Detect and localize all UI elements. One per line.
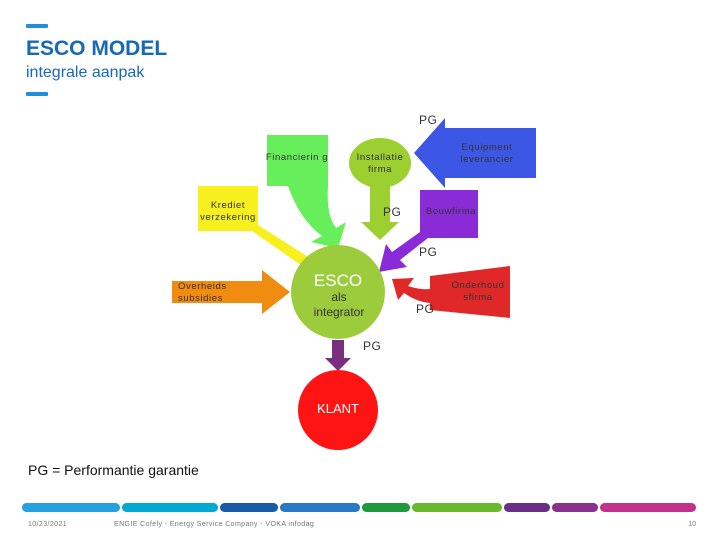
footer-stripe-8 [552, 503, 598, 512]
onderhoud-label: Onderhoud sfirma [451, 280, 505, 303]
page-subtitle: integrale aanpak [26, 64, 145, 81]
pg-label-klant: PG [363, 339, 382, 353]
esco-title: ESCO [313, 271, 363, 290]
footer-stripe-9 [600, 503, 696, 512]
overheids-label: Overheids subsidies [178, 281, 227, 304]
footer-page-number: 10 [688, 521, 696, 528]
equipment-label: Equipment leverancier [460, 142, 514, 165]
installatie-arrow [361, 185, 399, 240]
pg-label-onderhoud: PG [416, 302, 435, 316]
accent-bar-top [26, 24, 48, 28]
financiering-arrow [267, 135, 346, 248]
bouwfirma-arrow [379, 190, 478, 272]
esco-subtitle: als integrator [313, 290, 365, 319]
esco-node [291, 245, 385, 339]
footer-date: 10/23/2021 [28, 521, 68, 528]
footer-stripe-2 [122, 503, 218, 512]
footer-stripe-5 [362, 503, 410, 512]
equipment-arrow [414, 118, 536, 188]
financiering-label: Financierin g [265, 152, 329, 163]
overheids-arrow [172, 270, 290, 314]
klant-label: KLANT [317, 401, 359, 416]
footer-stripe-3 [220, 503, 278, 512]
installatie-label: Installatie firma [356, 152, 404, 175]
installatie-node [349, 138, 411, 188]
pg-label-bouw: PG [383, 205, 402, 219]
bouwfirma-label: Bouwfirma [425, 206, 477, 217]
klant-node [298, 370, 378, 450]
accent-bar-bottom [26, 92, 48, 96]
pg-label-top: PG [419, 113, 438, 127]
footer-text: ENGIE Cofely - Energy Service Company - … [114, 521, 315, 528]
footer-stripe-7 [504, 503, 550, 512]
krediet-arrow [198, 186, 330, 281]
footer-stripe-4 [280, 503, 360, 512]
krediet-label: Krediet verzekering [200, 200, 256, 223]
legend-text: PG = Performantie garantie [28, 462, 199, 478]
pg-label-right-upper: PG [419, 245, 438, 259]
page-title: ESCO MODEL [26, 37, 168, 60]
footer-stripe-1 [22, 503, 120, 512]
klant-arrow [325, 340, 351, 371]
onderhoud-arrow [392, 266, 510, 318]
footer-stripe-6 [412, 503, 502, 512]
